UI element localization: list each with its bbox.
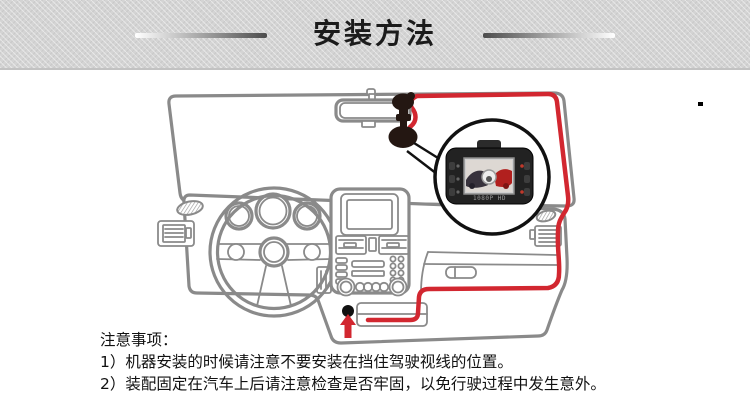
left-air-vent xyxy=(157,220,195,247)
power-socket xyxy=(342,305,354,317)
notes-section: 注意事项： 1）机器安装的时候请注意不要安装在挡住驾驶视线的位置。 2）装配固定… xyxy=(100,329,606,395)
page-title: 安装方法 xyxy=(312,17,437,50)
note-item-2: 2）装配固定在汽车上后请注意检查是否牢固，以免行驶过程中发生意外。 xyxy=(100,375,606,393)
decorative-line-left xyxy=(134,32,267,38)
cable-arrow xyxy=(340,314,356,338)
decorative-line-right xyxy=(483,32,615,38)
header-banner: 安装方法 xyxy=(0,0,750,70)
right-air-vent xyxy=(529,225,562,247)
glove-box xyxy=(420,251,559,294)
center-console xyxy=(329,187,411,297)
note-item-1: 1）机器安装的时候请注意不要安装在挡住驾驶视线的位置。 xyxy=(100,353,513,371)
dashcam-device: 1080P HD xyxy=(445,140,534,205)
console-screen xyxy=(340,193,399,236)
device-screen xyxy=(463,157,515,195)
left-speaker-grille xyxy=(176,200,204,216)
notes-heading: 注意事项： xyxy=(100,331,178,349)
stray-dot xyxy=(698,102,703,106)
right-speaker-grille xyxy=(535,209,557,223)
installation-diagram: 1080P HD xyxy=(157,88,703,345)
mounted-dashcam-icon xyxy=(388,92,418,148)
device-label: 1080P HD xyxy=(473,195,506,202)
